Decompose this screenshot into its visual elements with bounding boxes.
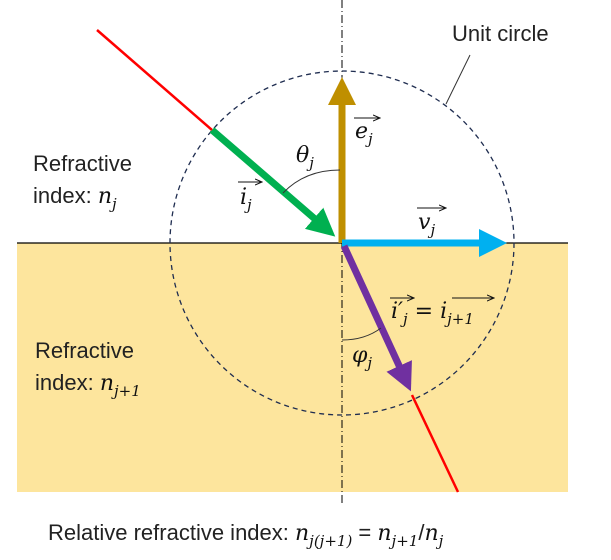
upper-medium-label-line2: index: nj xyxy=(33,183,117,213)
lower-medium-label-line2: index: nj+1 xyxy=(35,370,141,400)
incident-vector-arrow xyxy=(209,127,336,237)
svg-text:ij: ij xyxy=(240,185,252,214)
unit-circle xyxy=(169,70,515,416)
normal-vector-label: ej xyxy=(354,118,380,148)
svg-text:ej: ej xyxy=(355,119,373,148)
theta-angle-arc xyxy=(282,169,341,194)
incident-vector-label: ij xyxy=(238,182,262,214)
theta-label: θj xyxy=(296,143,314,172)
lower-medium xyxy=(17,243,568,492)
phi-label: φj xyxy=(352,343,372,372)
svg-text:vj: vj xyxy=(418,210,435,239)
svg-text:i′j = ij+1: i′j = ij+1 xyxy=(391,299,474,328)
incident-ray xyxy=(96,29,213,131)
relative-index-caption: Relative refractive index: nj(j+1) = nj+… xyxy=(48,520,444,550)
refracted-vector-label: i′j = ij+1 xyxy=(390,298,494,328)
upper-medium-label-line1: Refractive xyxy=(33,151,132,176)
refracted-vector-arrow xyxy=(340,244,412,392)
unit-circle-label: Unit circle xyxy=(452,21,549,46)
lower-medium-label-line1: Refractive xyxy=(35,338,134,363)
phi-angle-arc xyxy=(341,327,382,341)
tangent-vector-label: vj xyxy=(417,208,446,239)
refracted-ray xyxy=(410,394,460,493)
unit-circle-leader xyxy=(445,54,471,105)
